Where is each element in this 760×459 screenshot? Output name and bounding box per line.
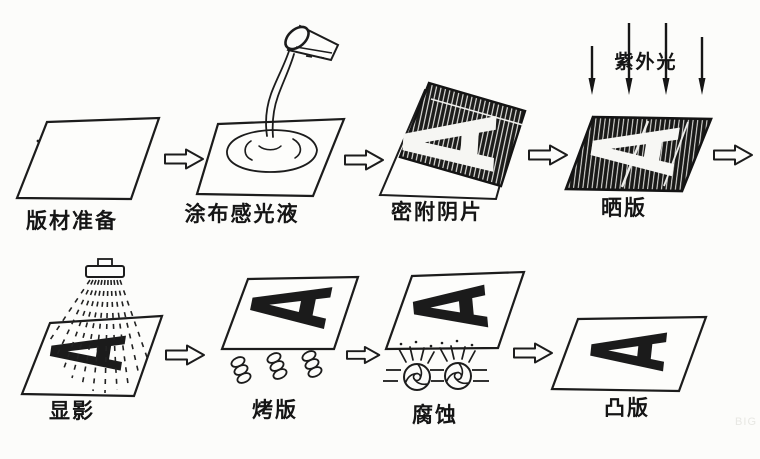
- ripple-center: [258, 145, 282, 151]
- station-plate-prep: 版材准备: [15, 116, 161, 233]
- etchant-splash-lines: [398, 345, 476, 364]
- station-expose: 紫外光 A 晒版: [564, 23, 713, 220]
- developed-plate: [20, 314, 164, 398]
- flow-arrow-icon: [713, 144, 753, 166]
- etchant-splash-dots: [399, 339, 474, 348]
- negative-film: [398, 81, 527, 188]
- etch-wheel-icon: [444, 362, 472, 390]
- plate-streak: [663, 121, 689, 187]
- etched-letter: A: [393, 283, 513, 330]
- film-streak: [430, 98, 524, 126]
- negative-letter: A: [377, 113, 527, 173]
- station-label-expose: 晒版: [601, 196, 647, 220]
- etch-wheel-icon: [403, 363, 431, 391]
- uv-light-label: 紫外光: [614, 50, 677, 73]
- station-relief-plate: A 凸版: [550, 315, 708, 420]
- station-develop: A 显影: [20, 258, 164, 423]
- station-coat-emulsion: 涂布感光液: [185, 24, 346, 226]
- pour-stream: [271, 53, 295, 138]
- relief-plate: [550, 315, 708, 393]
- uv-light-rays: [588, 23, 706, 95]
- pour-stream: [265, 50, 290, 137]
- flow-arrow-icon: [164, 148, 204, 170]
- heat-coil-icon: [299, 348, 325, 380]
- beaker-icon: [284, 24, 340, 62]
- emulsion-puddle: [226, 129, 318, 173]
- shower-head-icon: [85, 258, 125, 278]
- plate-streak: [620, 120, 650, 188]
- developed-letter: A: [30, 332, 151, 371]
- relief-letter: A: [570, 330, 693, 373]
- station-label-relief-plate: 凸版: [604, 396, 650, 420]
- station-label-etch: 腐蚀: [412, 403, 458, 427]
- flow-arrow-icon: [528, 144, 568, 166]
- ripple-right: [292, 138, 302, 159]
- watermark: BIG: [735, 416, 757, 428]
- station-attach-negative: A 密附阴片: [377, 81, 527, 224]
- station-etch: A 腐蚀: [383, 270, 526, 427]
- etchant-surface-lines: [383, 369, 489, 382]
- station-label-bake: 烤版: [252, 398, 298, 422]
- baked-letter: A: [227, 281, 358, 330]
- station-label-plate-prep: 版材准备: [26, 209, 118, 233]
- exposed-letter: A: [566, 122, 708, 178]
- station-label-coat-emulsion: 涂布感光液: [185, 202, 300, 226]
- etched-plate: [384, 270, 526, 351]
- station-bake: A 烤版: [220, 275, 360, 422]
- flow-arrow-icon: [513, 342, 553, 364]
- ripple-left: [244, 140, 253, 161]
- spray-lines: [49, 279, 150, 394]
- heat-coil-icon: [228, 354, 254, 386]
- flow-arrow-icon: [346, 345, 381, 365]
- ink-speck: [36, 139, 40, 143]
- station-label-attach-negative: 密附阴片: [391, 200, 483, 224]
- flow-arrow-icon: [165, 344, 205, 366]
- exposed-plate: [564, 115, 713, 193]
- baked-plate: [220, 275, 360, 351]
- blank-plate: [15, 116, 161, 201]
- heat-coil-icon: [264, 350, 290, 382]
- station-label-develop: 显影: [49, 399, 95, 423]
